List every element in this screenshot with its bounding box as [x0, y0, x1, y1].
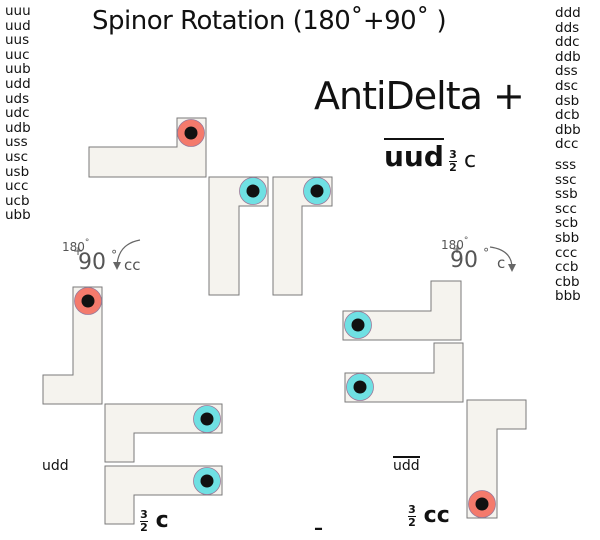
- list-item: dsc: [555, 77, 579, 94]
- quark-core: [310, 184, 324, 198]
- l-block: [466, 399, 527, 519]
- bottom-right-spin: 3 2 cc: [408, 503, 450, 528]
- list-item: ssb: [555, 186, 578, 203]
- degree-sign: °: [463, 236, 469, 246]
- fraction-denominator: 2: [408, 515, 416, 529]
- quark-core: [351, 318, 365, 332]
- spin-fraction: 3 2: [408, 502, 416, 529]
- l-block: [272, 176, 333, 296]
- list-item: uuc: [5, 46, 30, 63]
- fraction-denominator: 2: [449, 160, 457, 174]
- list-item: dsb: [555, 92, 580, 109]
- spin-direction: c: [155, 508, 169, 533]
- quark-core: [353, 380, 367, 394]
- list-item: uud: [5, 17, 31, 34]
- list-item: ucc: [5, 178, 29, 195]
- rotation-right-label: 180°: [441, 234, 468, 253]
- list-item: sbb: [555, 229, 580, 246]
- arrowhead-icon: [508, 264, 516, 272]
- particle-quarks: uud: [384, 138, 444, 173]
- quark-core: [246, 184, 260, 198]
- degree-sign: °: [111, 248, 118, 262]
- l-block: [42, 286, 103, 405]
- list-item: uss: [5, 134, 28, 151]
- right-quark-list: ddd dds ddc ddb dss dsc dsb dcb dbb dcc …: [555, 6, 581, 304]
- list-item: dcc: [555, 136, 579, 153]
- list-item: uub: [5, 61, 31, 78]
- quark-core: [184, 126, 198, 140]
- spin-direction: cc: [423, 503, 450, 528]
- l-block: [104, 403, 223, 463]
- rotation-top: 180: [62, 240, 85, 254]
- quark-core: [81, 294, 95, 308]
- list-item: dds: [555, 19, 580, 36]
- rotation-top: 180: [441, 238, 464, 252]
- list-item: uus: [5, 32, 30, 49]
- list-item: dbb: [555, 121, 581, 138]
- list-item: scc: [555, 200, 577, 217]
- bottom-right-quarks: udd: [393, 456, 420, 474]
- rotation-left-label: 180°: [62, 236, 89, 255]
- l-block: [344, 342, 464, 403]
- bottom-left-spin: 3 2 c: [140, 508, 169, 533]
- list-item: scb: [555, 215, 579, 232]
- fraction-denominator: 2: [140, 520, 148, 534]
- spin-direction: c: [464, 148, 477, 173]
- list-item: ssc: [555, 171, 577, 188]
- list-item: ccb: [555, 259, 579, 276]
- rotation-direction-c: c: [497, 254, 506, 272]
- arrowhead-icon: [113, 262, 121, 270]
- left-quark-list: uuu uud uus uuc uub udd uds udc udb uss …: [5, 4, 31, 223]
- rotation-right-bottom: 90 °: [450, 246, 490, 273]
- list-item: uds: [5, 90, 30, 107]
- list-item: udd: [5, 75, 31, 92]
- l-block: [342, 280, 462, 341]
- quark-core: [200, 474, 214, 488]
- rotation-left-bottom: 90 °: [78, 248, 118, 275]
- list-item: udc: [5, 105, 30, 122]
- fraction-numerator: 3: [408, 502, 416, 516]
- plus-sign: +: [73, 244, 84, 258]
- page-title: Spinor Rotation (180˚+90˚ ): [92, 6, 447, 36]
- list-item: uuu: [5, 3, 31, 19]
- degree-sign: °: [483, 246, 490, 260]
- l-block: [88, 117, 207, 178]
- quark-core: [475, 497, 489, 511]
- l-block: [208, 176, 269, 296]
- spin-fraction: 3 2: [449, 147, 457, 174]
- quark-core: [200, 412, 214, 426]
- antiquark-label: udd: [393, 456, 420, 474]
- list-item: usb: [5, 163, 30, 180]
- list-item: ddd: [555, 5, 581, 21]
- list-item: cbb: [555, 273, 580, 290]
- fraction-numerator: 3: [140, 507, 148, 521]
- fraction-numerator: 3: [449, 147, 457, 161]
- list-item: ubb: [5, 207, 31, 224]
- list-item: ucb: [5, 192, 30, 209]
- list-item: udb: [5, 119, 31, 136]
- list-item: dss: [555, 63, 578, 80]
- plus-sign: +: [452, 242, 463, 256]
- list-item: usc: [5, 148, 29, 165]
- rotation-angle: 90: [78, 250, 106, 275]
- particle-name: AntiDelta +: [314, 74, 525, 118]
- list-item: ccc: [555, 244, 578, 261]
- rotation-direction-cc: cc: [124, 256, 141, 274]
- antiquark-label: uud: [384, 138, 444, 173]
- list-item: sss: [555, 156, 577, 173]
- spin-fraction: 3 2: [140, 507, 148, 534]
- degree-sign: °: [84, 238, 90, 248]
- list-item: ddb: [555, 48, 581, 65]
- list-item: ddc: [555, 34, 580, 51]
- list-item: dcb: [555, 107, 580, 124]
- bottom-left-quarks: udd: [42, 458, 69, 474]
- list-item: bbb: [555, 288, 581, 305]
- rotation-angle: 90: [450, 248, 478, 273]
- bottom-center-mark: –: [314, 518, 323, 539]
- l-block: [104, 465, 223, 525]
- particle-spin: 3 2 c: [449, 148, 476, 173]
